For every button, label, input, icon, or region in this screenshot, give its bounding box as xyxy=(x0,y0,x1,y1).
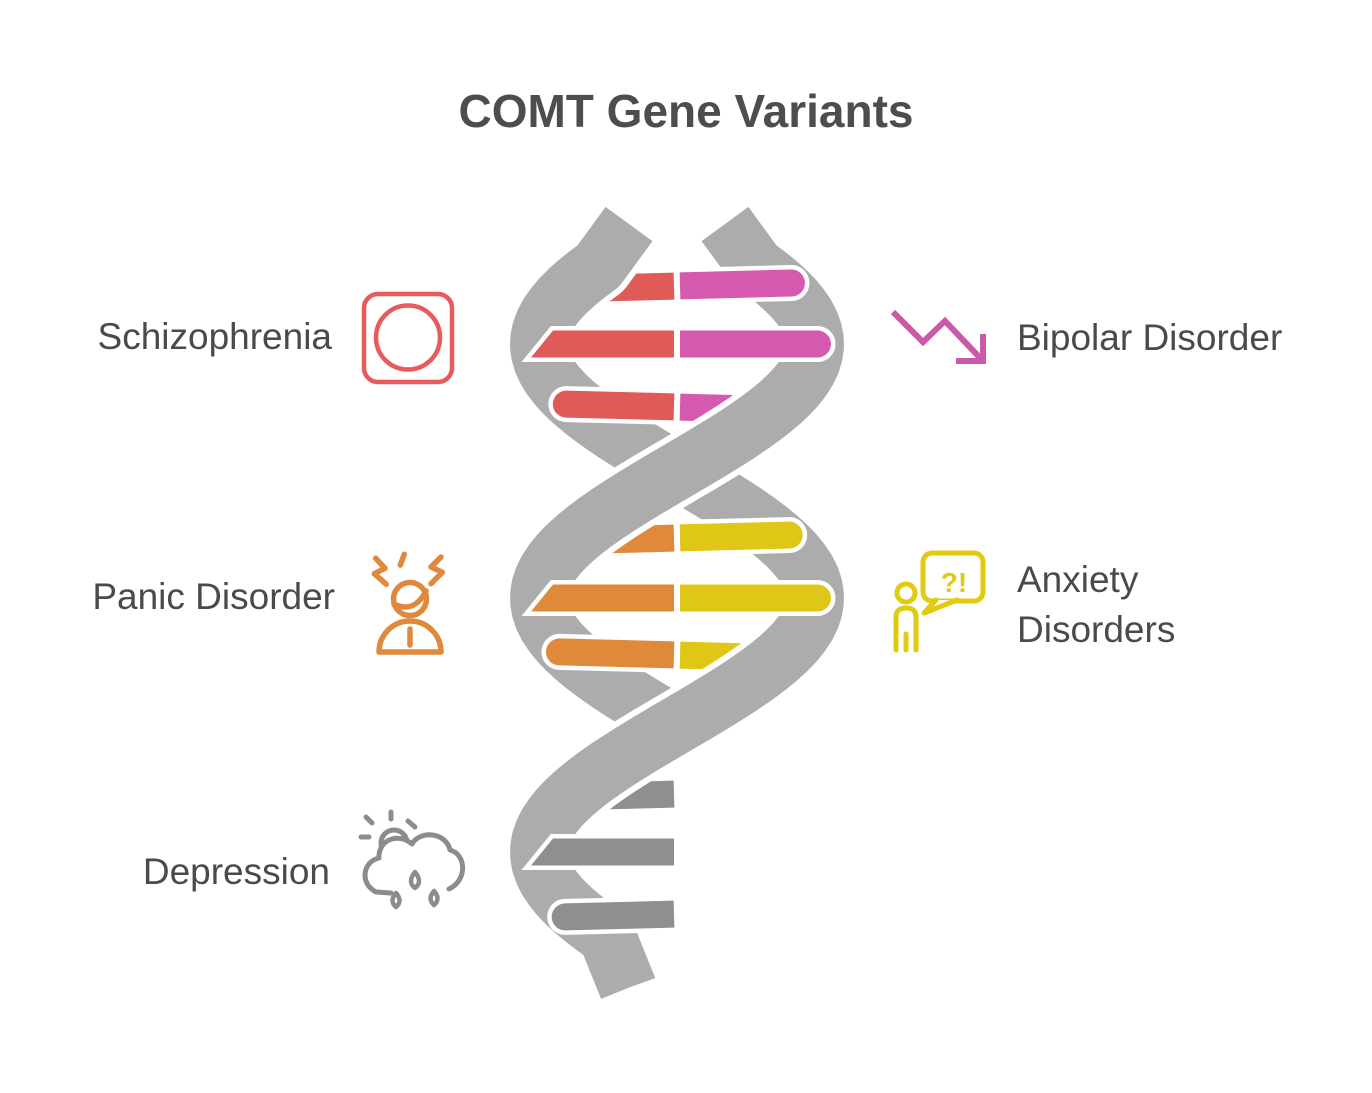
label-row-anxiety: ?! Anxiety Disorders xyxy=(885,545,1355,665)
page-title: COMT Gene Variants xyxy=(458,85,914,137)
dna-helix-graphic xyxy=(504,203,850,1002)
label-row-schizophrenia: Schizophrenia xyxy=(62,291,456,385)
stressed-person-icon xyxy=(371,551,446,655)
anxiety-bubble-text: ?! xyxy=(941,567,967,598)
rain-cloud-sun-icon xyxy=(358,809,466,910)
anxiety-label: Anxiety Disorders xyxy=(1017,559,1176,650)
depression-label: Depression xyxy=(142,850,330,892)
label-row-depression: Depression xyxy=(55,804,470,939)
schizophrenia-label: Schizophrenia xyxy=(97,316,332,357)
person-speech-bubble-icon: ?! xyxy=(893,550,986,653)
circle-in-square-icon xyxy=(361,291,455,385)
label-row-bipolar: Bipolar Disorder xyxy=(885,305,1355,370)
trend-down-arrow-icon xyxy=(890,309,986,364)
bipolar-label: Bipolar Disorder xyxy=(1017,316,1283,358)
label-row-panic: Panic Disorder xyxy=(55,537,455,657)
panic-label: Panic Disorder xyxy=(92,576,335,617)
